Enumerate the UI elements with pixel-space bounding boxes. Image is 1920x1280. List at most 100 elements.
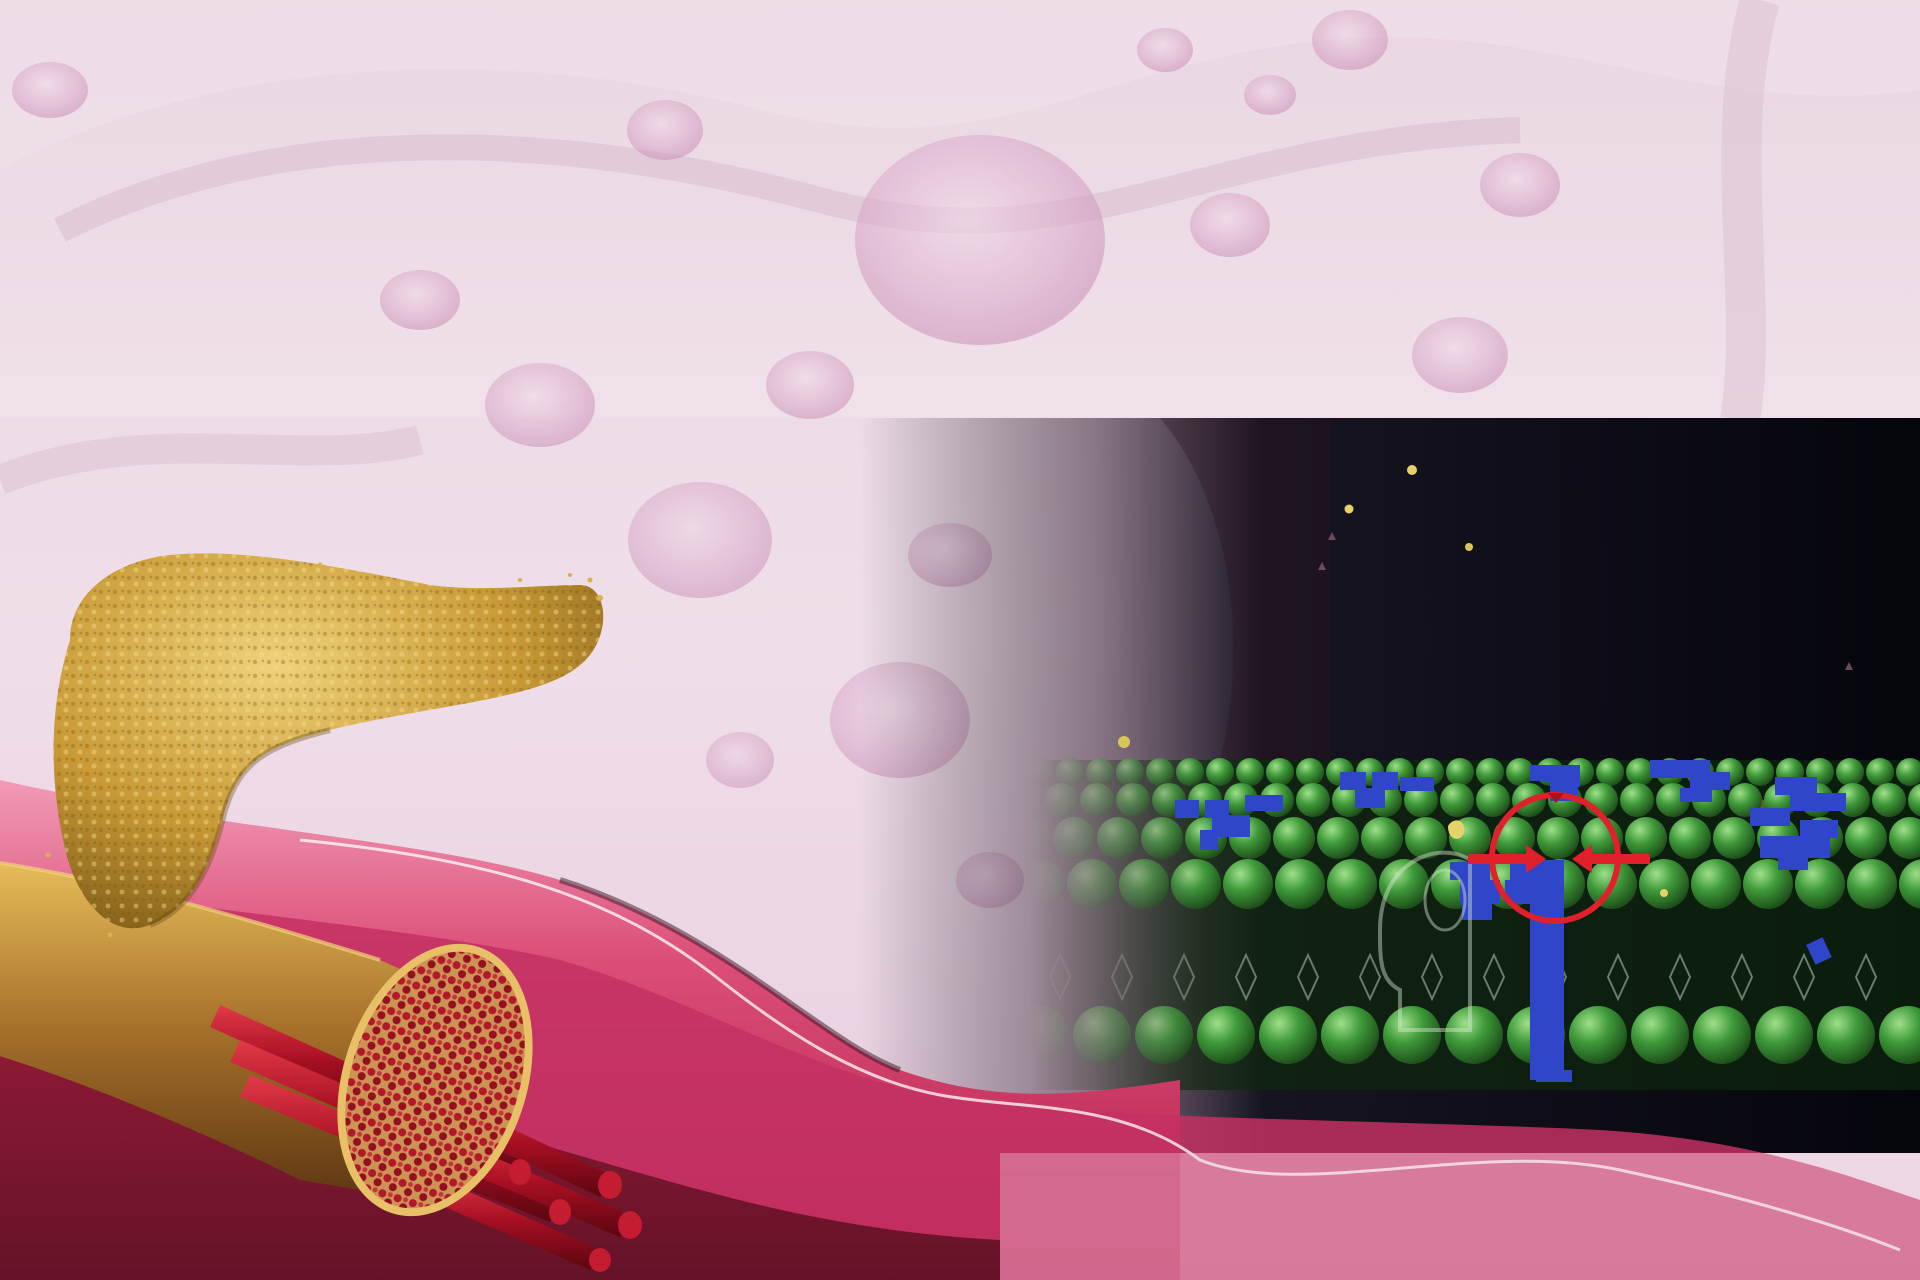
lipid-sphere (1171, 859, 1221, 909)
lipid-sphere (1626, 758, 1654, 786)
lipid-sphere (1236, 758, 1264, 786)
lipid-sphere (1889, 817, 1920, 859)
lipid-sphere (1596, 758, 1624, 786)
lipid-sphere (1197, 1006, 1255, 1064)
lipid-sphere (1259, 1006, 1317, 1064)
lipid-sphere (1476, 783, 1510, 817)
lipid-sphere (1746, 758, 1774, 786)
lipid-sphere (1404, 783, 1438, 817)
lipid-sphere (1026, 758, 1054, 786)
lipid-sphere (1691, 859, 1741, 909)
receptor (1175, 795, 1283, 850)
lipid-sphere (1693, 1006, 1751, 1064)
lipid-sphere (1440, 783, 1474, 817)
lipid-sphere (1361, 817, 1403, 859)
lipid-sphere (1866, 758, 1894, 786)
lipid-sphere (1053, 817, 1095, 859)
lipid-tail (1730, 952, 1754, 1002)
lipid-tail (1296, 952, 1320, 1002)
large-vesicle (855, 135, 1105, 345)
lipid-sphere (1067, 859, 1117, 909)
lipid-sphere (1506, 758, 1534, 786)
lipid-sphere (1405, 817, 1447, 859)
lipid-tail (1110, 952, 1134, 1002)
lipid-sphere (1056, 758, 1084, 786)
lipid-sphere (1086, 758, 1114, 786)
pancreas-organ (45, 553, 604, 938)
lipid-sphere (1176, 758, 1204, 786)
lipid-sphere (1206, 758, 1234, 786)
lipid-sphere (1135, 1006, 1193, 1064)
lipid-sphere (1631, 1006, 1689, 1064)
lipid-tail (1234, 952, 1258, 1002)
lipid-sphere (1817, 1006, 1875, 1064)
lipid-sphere (1847, 859, 1897, 909)
lipid-sphere (1476, 758, 1504, 786)
lipid-sphere (1015, 859, 1065, 909)
lipid-sphere (1743, 859, 1793, 909)
lipid-tail (1668, 952, 1692, 1002)
lipid-sphere (1317, 817, 1359, 859)
lipid-sphere (1795, 859, 1845, 909)
lipid-sphere (1097, 817, 1139, 859)
lipid-sphere (1899, 859, 1920, 909)
lipid-sphere (1327, 859, 1377, 909)
target-crosshair-icon (1468, 792, 1650, 924)
lipid-sphere (1879, 1006, 1920, 1064)
lipid-sphere (1296, 783, 1330, 817)
lipid-sphere (1008, 783, 1042, 817)
lipid-tail (1606, 952, 1630, 1002)
lipid-sphere (1445, 1006, 1503, 1064)
lipid-sphere (1321, 1006, 1379, 1064)
left-arrow-icon (1572, 845, 1592, 873)
lipid-sphere (1446, 758, 1474, 786)
lipid-sphere (1009, 817, 1051, 859)
lipid-sphere (1755, 1006, 1813, 1064)
lipid-sphere (1383, 1006, 1441, 1064)
lipid-tail (1482, 952, 1506, 1002)
lipid-sphere (1011, 1006, 1069, 1064)
insulin-receptors (1175, 760, 1846, 1082)
lipid-tail (1358, 952, 1382, 1002)
lipid-tail (1854, 952, 1878, 1002)
lipid-sphere (1266, 758, 1294, 786)
lipid-sphere (1569, 1006, 1627, 1064)
lipid-sphere (1713, 817, 1755, 859)
lipid-sphere (1116, 783, 1150, 817)
lipid-sphere (1669, 817, 1711, 859)
muscle-fiber-bundle (0, 860, 642, 1272)
lipid-sphere (1872, 783, 1906, 817)
lipid-sphere (1275, 859, 1325, 909)
lipid-sphere (1845, 817, 1887, 859)
cell-membrane (1008, 758, 1920, 1090)
lipid-sphere (1620, 783, 1654, 817)
insulin-molecules (1448, 820, 1668, 897)
lipid-sphere (1296, 758, 1324, 786)
lipid-sphere (1639, 859, 1689, 909)
right-arrow-icon (1526, 845, 1546, 873)
lipid-sphere (1379, 859, 1429, 909)
vessel-highlight (299, 838, 1901, 1252)
lipid-sphere (1116, 758, 1144, 786)
lipid-sphere (1223, 859, 1273, 909)
receptor (1340, 772, 1434, 808)
central-receptor (1450, 860, 1572, 1082)
tissue-fold (54, 117, 1521, 242)
lipid-tail (1420, 952, 1444, 1002)
lipid-sphere (1080, 783, 1114, 817)
lipid-sphere (1073, 1006, 1131, 1064)
lipid-sphere (1493, 817, 1535, 859)
lipid-sphere (1119, 859, 1169, 909)
lipid-sphere (1273, 817, 1315, 859)
lipid-sphere (1908, 783, 1920, 817)
lipid-sphere (1141, 817, 1183, 859)
lipid-tail (1792, 952, 1816, 1002)
lipid-tail (1048, 952, 1072, 1002)
lipid-sphere (1625, 817, 1667, 859)
lipid-sphere (1537, 817, 1579, 859)
lipid-sphere (1146, 758, 1174, 786)
receptor (1750, 777, 1846, 870)
lipid-sphere (1044, 783, 1078, 817)
